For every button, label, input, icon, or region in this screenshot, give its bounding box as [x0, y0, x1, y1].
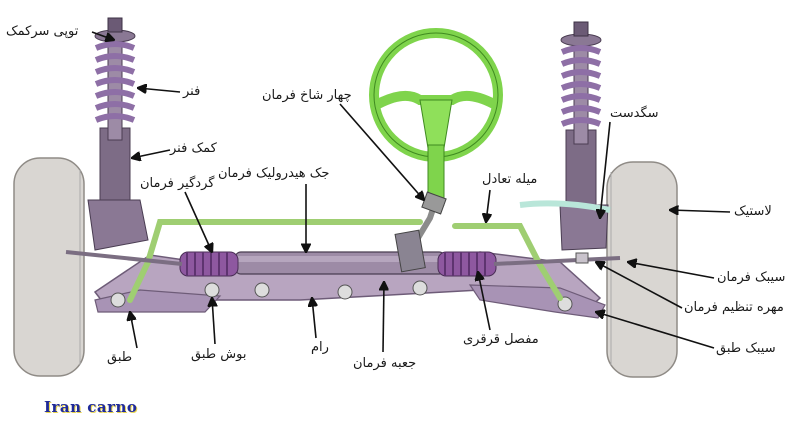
left-tie-rod: [65, 250, 183, 266]
label-universal-joint: مفصل قرقری: [463, 332, 539, 347]
label-stabilizer-bar: میله تعادل: [482, 172, 538, 187]
steering-wheel: [369, 28, 503, 162]
label-arm-bushing: بوش طبق: [191, 347, 247, 362]
label-dust-boot: گردگیر فرمان: [140, 176, 215, 191]
label-shock-absorber: کمک فنر: [170, 141, 217, 156]
label-lower-arm: طبق: [107, 350, 133, 365]
left-tire: [13, 157, 85, 377]
label-spring: فنر: [183, 84, 201, 99]
right-dust-boot: [437, 251, 497, 277]
right-tire: [606, 161, 678, 378]
label-steering-box: جعبه فرمان: [353, 356, 417, 371]
left-lower-arm: [94, 289, 222, 313]
left-dust-boot: [179, 251, 239, 277]
right-spring: [560, 45, 602, 127]
left-spring: [94, 41, 136, 123]
label-adjusting-nut: مهره تنظیم فرمان: [684, 300, 784, 315]
right-tie-rod: [493, 256, 621, 266]
label-lower-ball-joint: سیبک طبق: [716, 341, 776, 356]
label-hydraulic-ram: جک هیدرولیک فرمان: [218, 166, 330, 181]
brand-logo: Iran carno: [44, 398, 138, 416]
label-tire: لاستیک: [734, 204, 772, 219]
right-strut: [559, 21, 609, 251]
left-strut: [87, 17, 149, 251]
label-strut-mount: توپی سرکمک: [6, 24, 79, 39]
stabilizer-bar: [127, 219, 563, 303]
label-tie-rod: سیبک فرمان: [717, 270, 786, 285]
label-steering-spider: چهار شاخ فرمان: [262, 88, 352, 103]
label-knuckle: سگدست: [610, 106, 659, 121]
label-subframe: رام: [311, 340, 329, 355]
